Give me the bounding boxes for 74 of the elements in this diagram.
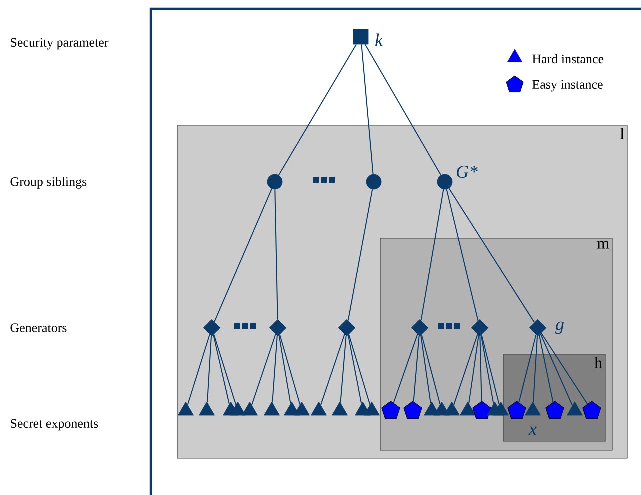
- tree-edge: [279, 334, 301, 406]
- level-label: Security parameter: [11, 38, 109, 50]
- tree-edge: [340, 336, 347, 404]
- diamond-node: [338, 319, 356, 337]
- tree-edge: [272, 336, 278, 404]
- legend-label: Easy instance: [532, 80, 603, 92]
- tree-edge: [214, 334, 237, 406]
- tree-edge: [278, 44, 357, 176]
- tree-edge: [540, 334, 574, 406]
- triangle-marker: [284, 402, 300, 416]
- tree-edge: [538, 334, 554, 403]
- diamond-node: [203, 319, 221, 337]
- pentagon-marker: [508, 401, 526, 419]
- tree-edge: [533, 336, 538, 403]
- tree-edge: [348, 189, 374, 322]
- triangle-marker: [567, 402, 583, 416]
- diamond-node: [471, 319, 489, 337]
- triangle-marker: [460, 402, 476, 416]
- tree-edge: [480, 334, 494, 404]
- level-label: Secret exponents: [11, 419, 98, 431]
- tree-edge: [393, 334, 418, 404]
- tree-edge: [274, 189, 278, 320]
- triangle-marker: [444, 402, 460, 416]
- pentagon-marker: [472, 401, 492, 419]
- triangle-marker: [264, 402, 280, 416]
- triangle-marker: [332, 402, 348, 416]
- triangle-marker: [311, 402, 327, 416]
- tree-edge: [421, 334, 441, 406]
- tree-edge: [448, 188, 536, 324]
- triangle-marker: [294, 402, 310, 416]
- triangle-marker: [230, 402, 246, 416]
- node-label: G*: [457, 166, 478, 178]
- tree-edge: [252, 334, 276, 406]
- circle-node: [267, 174, 283, 190]
- triangle-marker: [199, 402, 215, 416]
- node-label: g: [556, 322, 564, 334]
- node-label: k: [376, 34, 384, 46]
- tree-edge: [468, 335, 480, 404]
- tree-edge: [348, 334, 362, 404]
- tree-edge: [207, 336, 212, 403]
- diamond-node: [269, 319, 287, 337]
- tree-edge: [480, 336, 482, 402]
- node-label: x: [528, 426, 537, 436]
- triangle-marker: [493, 402, 509, 416]
- tree-edge: [213, 334, 230, 405]
- level-label: Group siblings: [10, 177, 87, 189]
- tree-edge: [413, 336, 420, 402]
- tree-edge: [187, 334, 210, 406]
- triangle-marker: [242, 402, 258, 416]
- pentagon-marker: [546, 401, 564, 419]
- triangle-marker: [424, 402, 440, 416]
- tree-edge: [361, 44, 374, 175]
- tree-edge: [278, 334, 292, 404]
- pentagon-marker: [382, 401, 400, 419]
- tree-edge: [420, 189, 444, 322]
- tree-edge: [364, 44, 442, 176]
- tree-edge: [348, 334, 371, 406]
- tree-edge: [540, 332, 588, 405]
- diamond-node: [411, 319, 429, 337]
- tree-edge: [320, 334, 346, 406]
- triangle-marker: [178, 402, 194, 416]
- tree-edge: [518, 334, 537, 404]
- triangle-marker: [364, 402, 380, 416]
- circle-node: [366, 174, 382, 190]
- triangle-marker: [434, 402, 450, 416]
- pentagon-marker: [582, 401, 602, 419]
- level-label: Generators: [10, 324, 67, 332]
- pentagon-marker: [404, 401, 422, 419]
- tree-edge: [454, 334, 478, 406]
- tree-edge: [481, 334, 500, 405]
- tree-edge: [446, 188, 479, 322]
- tree-edge: [214, 188, 272, 322]
- legend-label: Hard instance: [532, 54, 604, 64]
- tree-edge: [420, 335, 432, 404]
